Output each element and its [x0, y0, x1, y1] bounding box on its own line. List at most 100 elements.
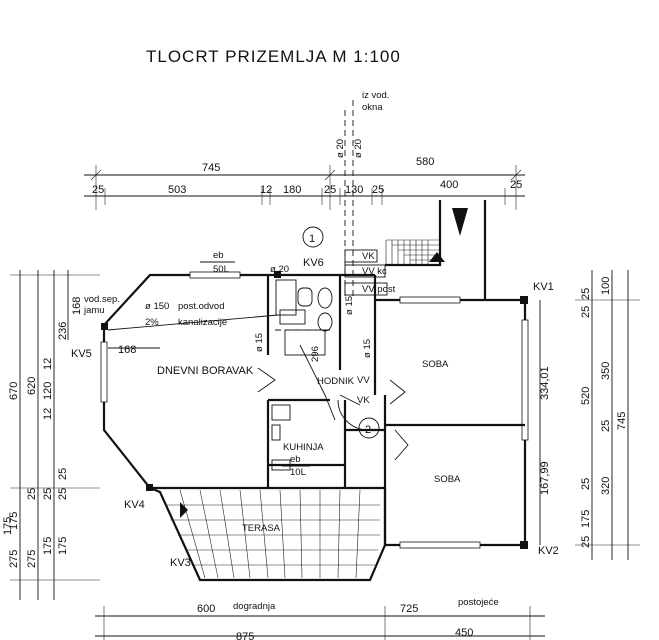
dim-left-25a: 25 — [42, 488, 54, 500]
label-kv2: KV2 — [538, 545, 559, 557]
dim-top-180: 180 — [283, 184, 301, 196]
dim-334: 334,01 — [539, 366, 551, 400]
dim-right-175: 175 — [580, 510, 592, 528]
dim-right-25b: 25 — [580, 306, 592, 318]
dim-top-25a: 25 — [92, 184, 104, 196]
dim-left-12b: 12 — [42, 408, 54, 420]
dim-left-25b: 25 — [57, 488, 69, 500]
dim-bottom-725: 725 — [400, 603, 418, 615]
dim-left-275b: 275 — [26, 550, 38, 568]
marker-circle-1 — [302, 226, 324, 248]
left-dimension-lines — [10, 270, 100, 600]
dim-right-350: 350 — [600, 362, 612, 380]
right-dimension-lines — [575, 270, 640, 560]
kitchen-fixtures — [271, 404, 291, 471]
outer-walls — [102, 273, 527, 582]
dim-right-100: 100 — [600, 277, 612, 295]
label-eb-1: eb — [213, 250, 224, 261]
label-post-odvod: post.odvod — [178, 301, 224, 312]
label-eb-2: eb — [290, 454, 301, 465]
marker-circle-2 — [358, 417, 380, 439]
dim-top-503: 503 — [168, 184, 186, 196]
label-vk-2: VK — [357, 395, 370, 406]
room-kuhinja: KUHINJA — [283, 442, 324, 453]
dim-right-745: 745 — [616, 412, 628, 430]
windows — [100, 271, 529, 549]
dim-bottom-450: 450 — [455, 627, 473, 639]
dim-left-670: 670 — [8, 382, 20, 400]
label-kv6: KV6 — [303, 257, 324, 269]
dim-bottom-600: 600 — [197, 603, 215, 615]
water-connection-boxes — [339, 249, 388, 406]
label-vv-post: VV post — [362, 284, 396, 295]
dim-top-745: 745 — [202, 162, 220, 174]
dim-left-12a: 12 — [42, 358, 54, 370]
label-eb-2-volume: 10L — [290, 467, 306, 478]
label-kv1: KV1 — [533, 281, 554, 293]
dim-top-25c: 25 — [372, 184, 384, 196]
label-dogradnja: dogradnja — [233, 601, 276, 612]
dim-left-175b: 175 — [57, 537, 69, 555]
label-kv3: KV3 — [170, 557, 191, 569]
label-phi20-c: ø 20 — [270, 264, 289, 275]
dim-top-25d: 25 — [510, 179, 522, 191]
terrace-hatch — [165, 489, 380, 579]
marker-circle-2-label: 2 — [365, 424, 371, 436]
label-phi20-top-b: ø 20 — [353, 139, 364, 158]
dim-left-175c: 175 — [42, 537, 54, 555]
label-kanalizacije: kanalizacije — [178, 317, 227, 328]
interior-walls — [266, 275, 525, 545]
dim-top-580: 580 — [416, 156, 434, 168]
label-iz-vod: iz vod. — [362, 90, 389, 101]
dim-right-25d: 25 — [580, 536, 592, 548]
room-soba-2: SOBA — [434, 474, 461, 485]
dim-left-edge: 175 — [2, 517, 14, 535]
label-phi15-a: ø 15 — [254, 333, 265, 352]
dim-left-168: 168 — [71, 297, 83, 315]
label-kv4: KV4 — [124, 499, 145, 511]
dim-top-400: 400 — [440, 179, 458, 191]
label-vk: VK — [362, 251, 375, 262]
door-symbols — [257, 367, 409, 461]
dim-left-25d: 25 — [57, 468, 69, 480]
label-vv-kc: VV kc — [362, 266, 387, 277]
dim-167: 167,99 — [539, 461, 551, 495]
top-dimension-lines — [84, 165, 525, 210]
room-soba-1: SOBA — [422, 359, 449, 370]
label-jamu: jamu — [83, 305, 105, 316]
corner-posts — [101, 271, 528, 549]
dim-left-275a: 275 — [8, 550, 20, 568]
label-phi15-b: ø 15 — [362, 339, 373, 358]
sewage-line — [103, 274, 336, 421]
label-eb-1-volume: 50L — [213, 264, 229, 275]
marker-circle-1-label: 1 — [309, 233, 315, 245]
staircase — [385, 200, 487, 300]
dim-right-520: 520 — [580, 387, 592, 405]
label-phi15-c: ø 15 — [344, 296, 355, 315]
label-vod-sep: vod.sep. — [84, 294, 120, 305]
dim-left-25c: 25 — [26, 488, 38, 500]
label-296: 296 — [310, 346, 321, 362]
dim-right-25a: 25 — [580, 288, 592, 300]
dim-left-175a: 175 — [8, 512, 20, 530]
room-dnevni-boravak: DNEVNI BORAVAK — [157, 365, 254, 377]
dim-left-236: 236 — [57, 322, 69, 340]
label-2pct: 2% — [145, 317, 159, 328]
label-phi20-top-a: ø 20 — [335, 139, 346, 158]
label-postojece: postojeće — [458, 597, 499, 608]
drawing-title: TLOCRT PRIZEMLJA M 1:100 — [146, 47, 401, 66]
label-vv-2: VV — [357, 375, 370, 386]
dim-right-25e: 25 — [600, 420, 612, 432]
label-kv5: KV5 — [71, 348, 92, 360]
dim-bottom-875: 875 — [236, 631, 254, 640]
label-okna: okna — [362, 102, 383, 113]
room-hodnik: HODNIK — [317, 376, 355, 387]
dim-right-320: 320 — [600, 477, 612, 495]
water-supply-lines — [344, 100, 354, 300]
dim-left-620: 620 — [26, 377, 38, 395]
dim-interior-168: 168 — [118, 344, 136, 356]
bottom-dimension-lines — [95, 606, 545, 640]
label-phi150: ø 150 — [145, 301, 169, 312]
dim-top-25b: 25 — [324, 184, 336, 196]
